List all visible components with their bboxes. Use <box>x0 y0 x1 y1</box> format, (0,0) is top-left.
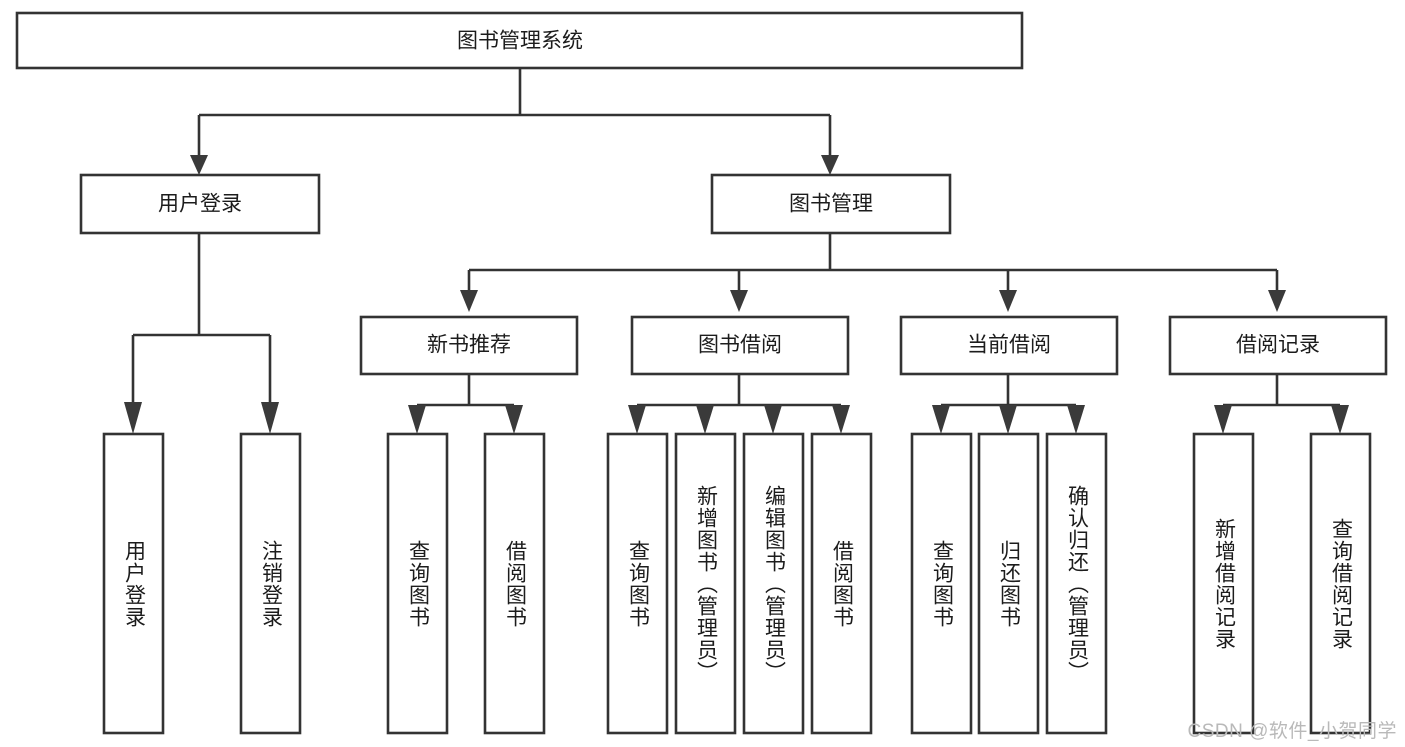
node-leaf-return-book[interactable] <box>977 432 1040 735</box>
node-new-book-rec-label: 新书推荐 <box>427 334 511 357</box>
arrow-head-leaf-query-book-3 <box>932 405 950 434</box>
arrow-head-leaf-confirm-return <box>1067 405 1085 434</box>
arrow-head-leaf-logout <box>261 402 279 434</box>
arrow-head-leaf-query-book-1 <box>408 405 426 434</box>
node-current-borrow[interactable] <box>899 315 1119 376</box>
node-root[interactable] <box>15 11 1024 70</box>
connectors <box>124 68 1349 434</box>
node-leaf-edit-book[interactable] <box>742 432 805 735</box>
arrow-head-leaf-borrow-book-1 <box>505 405 523 434</box>
arrow-head-current <box>999 290 1017 312</box>
node-current-borrow-label: 当前借阅 <box>967 334 1051 357</box>
node-leaf-add-record[interactable] <box>1192 432 1255 735</box>
node-borrow-record[interactable] <box>1168 315 1388 376</box>
node-leaf-user-login[interactable] <box>102 432 165 735</box>
node-book-borrow-label: 图书借阅 <box>698 334 782 357</box>
node-leaf-add-book[interactable] <box>674 432 737 735</box>
node-leaf-borrow-book-2[interactable] <box>810 432 873 735</box>
node-leaf-query-record[interactable] <box>1309 432 1372 735</box>
arrow-head-leaf-query-book-2 <box>628 405 646 434</box>
arrow-head-leaf-query-record <box>1331 405 1349 434</box>
csdn-watermark: CSDN @软件_小贺同学 <box>1187 721 1397 742</box>
node-book-manage-label: 图书管理 <box>789 193 873 216</box>
node-user-login-label: 用户登录 <box>158 193 242 216</box>
nodes: 图书管理系统 用户登录 图书管理 新书推荐 图书借阅 当前借阅 借阅记录 <box>15 11 1388 735</box>
node-user-login[interactable] <box>79 173 321 235</box>
node-book-manage[interactable] <box>710 173 952 235</box>
arrow-head-record <box>1268 290 1286 312</box>
arrow-head-leaf-return-book <box>999 405 1017 434</box>
node-root-label: 图书管理系统 <box>457 30 583 53</box>
arrow-head-leaf-borrow-book-2 <box>832 405 850 434</box>
node-leaf-borrow-book-1[interactable] <box>483 432 546 735</box>
arrow-head-user-login <box>190 155 208 175</box>
node-leaf-confirm-return[interactable] <box>1045 432 1108 735</box>
node-book-borrow[interactable] <box>630 315 850 376</box>
arrow-head-newbook <box>460 290 478 312</box>
arrow-head-leaf-edit-book <box>764 405 782 434</box>
node-leaf-query-book-1[interactable] <box>386 432 449 735</box>
node-leaf-logout[interactable] <box>239 432 302 735</box>
arrow-head-leaf-user-login <box>124 402 142 434</box>
node-borrow-record-label: 借阅记录 <box>1236 334 1320 357</box>
arrow-head-borrow <box>730 290 748 312</box>
arrow-head-book-manage <box>821 155 839 175</box>
arrow-head-leaf-add-book <box>696 405 714 434</box>
node-leaf-query-book-2[interactable] <box>606 432 669 735</box>
node-leaf-query-book-3[interactable] <box>910 432 973 735</box>
arrow-head-leaf-add-record <box>1214 405 1232 434</box>
node-new-book-rec[interactable] <box>359 315 579 376</box>
